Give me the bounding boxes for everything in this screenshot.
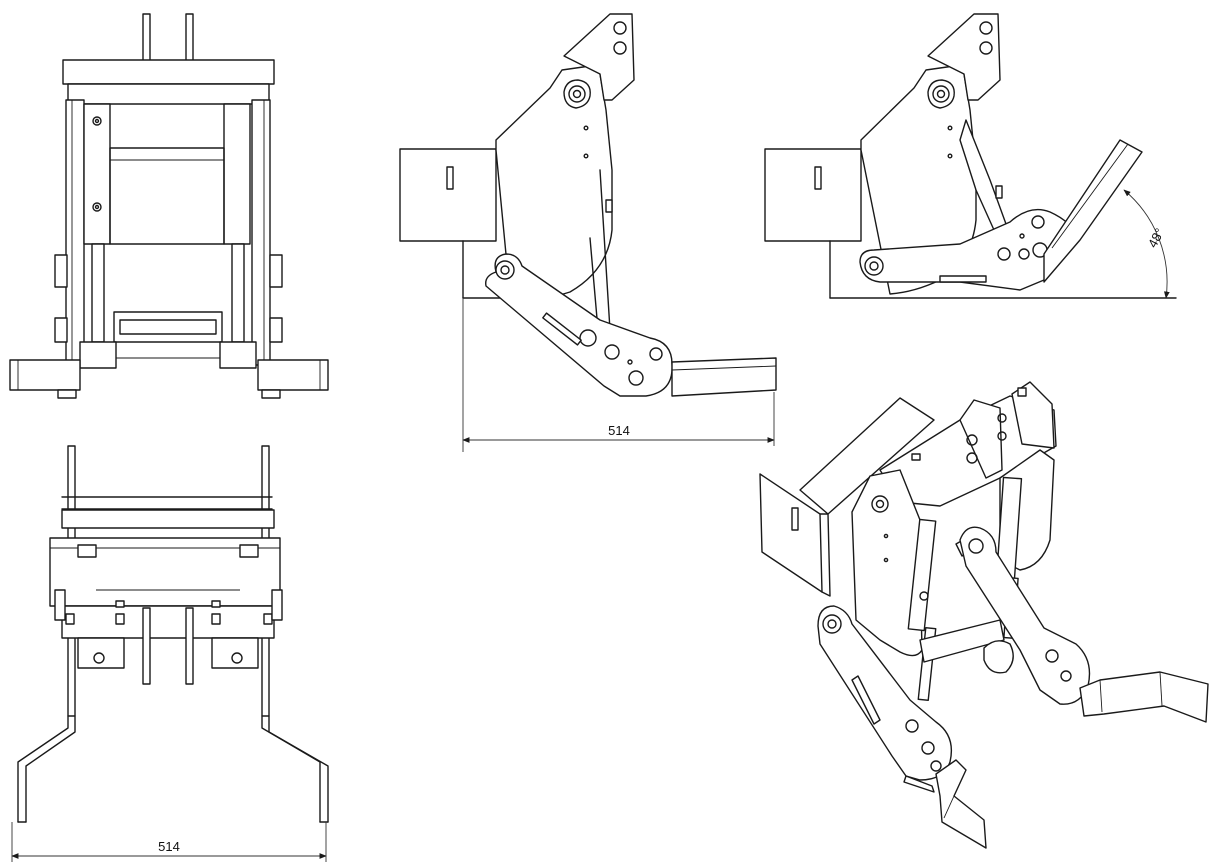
view-top-left — [9, 13, 329, 399]
view-isometric — [759, 381, 1209, 849]
view-side-raised: 48° — [764, 13, 1177, 299]
view-bottom-left: 514 — [11, 445, 329, 862]
angle-label: 48° — [1145, 226, 1167, 250]
dimension-label-front: 514 — [158, 839, 180, 854]
dimension-label-side: 514 — [608, 423, 630, 438]
view-side-lowered: 514 — [399, 13, 777, 452]
